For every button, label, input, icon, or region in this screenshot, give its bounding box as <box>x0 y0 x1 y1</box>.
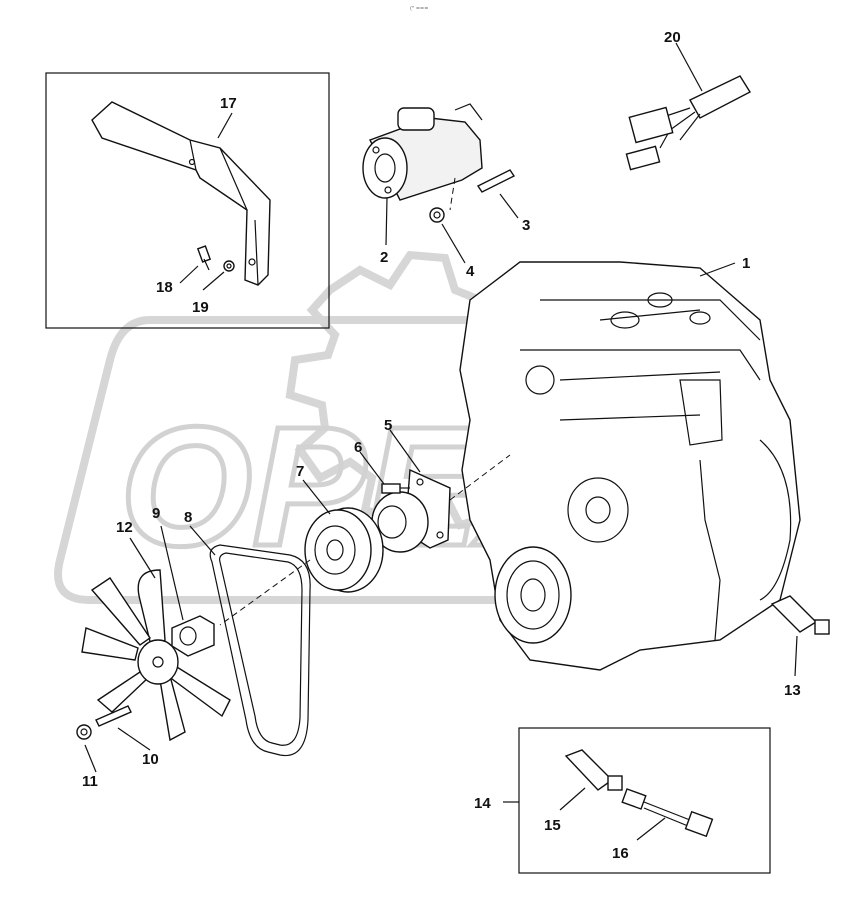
bolt-6 <box>381 483 410 494</box>
fan-pulley <box>304 507 384 593</box>
cooling-fan <box>81 569 231 742</box>
callout-10: 10 <box>142 751 159 768</box>
callout-8: 8 <box>184 509 192 526</box>
leader-starter-nut <box>449 177 456 211</box>
callout-labels: 1 2 3 4 5 6 7 8 9 10 11 12 13 14 15 16 1… <box>82 29 801 862</box>
callout-7: 7 <box>296 463 304 480</box>
wiring-harness <box>625 75 751 171</box>
nut-4 <box>429 207 445 223</box>
nut-11 <box>76 724 92 740</box>
water-pump <box>371 468 451 553</box>
callout-14: 14 <box>474 795 491 812</box>
callout-17: 17 <box>220 95 237 112</box>
starter-motor <box>362 103 483 201</box>
callout-12: 12 <box>116 519 133 536</box>
callout-13: 13 <box>784 682 801 699</box>
leader-pulley-fan <box>219 559 311 626</box>
fan-spacer <box>171 615 215 657</box>
nut-19 <box>223 260 235 272</box>
engine-assembly <box>459 261 801 671</box>
callout-2: 2 <box>380 249 388 266</box>
callout-4: 4 <box>466 263 475 280</box>
header-mark: (" === <box>410 6 428 12</box>
harness-16 <box>621 788 714 838</box>
callout-3: 3 <box>522 217 530 234</box>
sensor-15 <box>564 749 623 791</box>
sensor-inset-frame <box>518 727 771 874</box>
v-belt <box>209 544 311 757</box>
callout-6: 6 <box>354 439 362 456</box>
bolt-18 <box>196 245 212 271</box>
bracket-inset-frame <box>45 72 330 329</box>
callout-19: 19 <box>192 299 209 316</box>
callout-16: 16 <box>612 845 629 862</box>
leader-pump-block <box>449 454 511 501</box>
callout-leaders <box>84 42 798 841</box>
callout-11: 11 <box>82 773 98 790</box>
callout-9: 9 <box>152 505 160 522</box>
bolt-10 <box>95 705 132 727</box>
callout-20: 20 <box>664 29 681 46</box>
callout-1: 1 <box>742 255 750 272</box>
callout-5: 5 <box>384 417 392 434</box>
temperature-sender-13 <box>770 595 830 635</box>
bracket-part <box>91 101 271 286</box>
stud-3 <box>476 169 516 193</box>
callout-18: 18 <box>156 279 173 296</box>
callout-15: 15 <box>544 817 561 834</box>
